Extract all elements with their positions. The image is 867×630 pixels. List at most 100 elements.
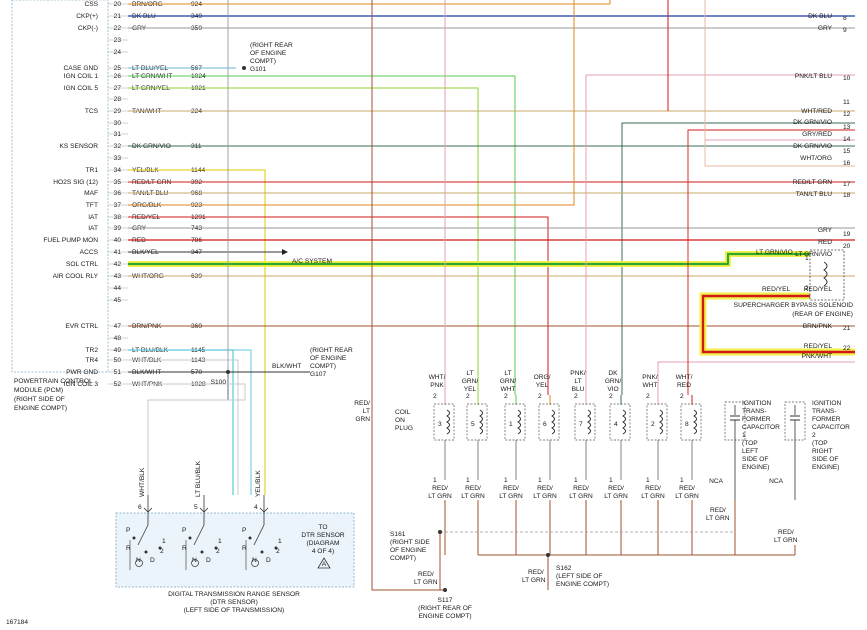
s100-label: S100 [211, 379, 227, 386]
dtr-pin: 4 [254, 504, 258, 511]
contact-dot [260, 550, 264, 554]
pcm-pin-number: 33 [114, 155, 122, 162]
switch-arm-icon [253, 524, 265, 546]
wire-lt-grn-vio [128, 252, 810, 266]
coil-bottom-label: RED/ [537, 485, 553, 492]
pcm-signal-label: IGN COIL 3 [64, 381, 99, 388]
coil-box [574, 403, 596, 441]
g107-label: COMPT) [310, 363, 336, 370]
right-wire-label: WHT/RED [801, 108, 832, 115]
dtr-switch-label: D [266, 557, 271, 564]
capacitor-caption: TRANS- [812, 408, 837, 415]
g101-label: COMPT) [250, 58, 276, 65]
coil-pin: 1 [466, 477, 470, 484]
right-wire-number: 13 [843, 124, 851, 131]
dtr-caption: (LEFT SIDE OF TRANSMISSION) [184, 607, 285, 614]
coil-wire-label: DK [608, 370, 618, 377]
coil-winding-icon [659, 409, 663, 435]
pcm-signal-label: AIR COOL RLY [53, 273, 99, 280]
g107-label: OF ENGINE [310, 355, 347, 362]
wire-wht-blk [128, 359, 239, 495]
coil-wire-label: RED [677, 382, 691, 389]
pcm-pin-number: 26 [114, 73, 122, 80]
coil-wire-label: WHT/ [676, 374, 693, 381]
coil-pin: 2 [538, 393, 542, 400]
pcm-pin-number: 51 [114, 369, 122, 376]
s162-label: ENGINE COMPT) [556, 581, 609, 588]
coil-bottom-label: LT GRN [675, 493, 699, 500]
dtr-switch-label: 1 [162, 538, 166, 545]
nca-label: NCA [769, 478, 784, 485]
coil-pin: 2 [466, 393, 470, 400]
right-wire-number: 18 [843, 192, 851, 199]
dtr-switch-label: 1 [218, 538, 222, 545]
s100-dot [226, 370, 230, 374]
pcm-box [11, 0, 109, 373]
pcm-signal-label: MAF [84, 190, 98, 197]
g101-label: OF ENGINE [250, 50, 287, 57]
wire-runs [128, 0, 855, 591]
dtr-switch-label: R [182, 545, 187, 552]
pcm-pin-number: 38 [114, 214, 122, 221]
coil-bottom-label: RED/ [608, 485, 624, 492]
pcm-pin-number: 32 [114, 143, 122, 150]
wire-brn-v [371, 0, 445, 591]
right-wire-label: LT GRN/VIO [795, 251, 832, 258]
coil-wire-label: PNK/ [642, 374, 658, 381]
coil-box [433, 403, 455, 441]
pcm-signal-label: IAT [88, 225, 98, 232]
contact-dot [188, 536, 192, 540]
capacitor-caption: IGNITION [812, 400, 842, 407]
dtr-to-label: 4 OF 4) [312, 548, 334, 555]
connector-chevron-icon [199, 507, 209, 513]
capacitor-caption: SIDE OF [742, 456, 768, 463]
pcm-signal-label: TFT [86, 202, 98, 209]
red-lt-grn-label: LT GRN [706, 515, 730, 522]
contact-dot [158, 546, 162, 550]
dtr-switch-label: P [242, 527, 247, 534]
right-wire-label: WHT/ORG [800, 155, 832, 162]
dtr-wire-label: WHT/BLK [139, 467, 146, 497]
pcm-signal-label: CKP(-) [78, 25, 98, 32]
wire-wht-red [687, 129, 855, 395]
right-wire-label: DK BLU [808, 13, 832, 20]
s161-dot [438, 530, 442, 534]
dtr-switch-label: 2 [160, 548, 164, 555]
coil-bottom-label: RED/ [432, 485, 448, 492]
coil-wire-label: BLU [572, 386, 585, 393]
right-wire-label: DK GRN/VIO [793, 119, 832, 126]
coil-wire-label: GRN/ [605, 378, 622, 385]
coil-number: 4 [614, 421, 618, 428]
solenoid-wire2-label: RED/YEL [762, 286, 791, 293]
pcm-pin-number: 50 [114, 357, 122, 364]
figure-id: 167184 [6, 619, 28, 626]
solenoid-pin2: 2 [805, 285, 809, 292]
red-lt-grn-label: RED/ [710, 507, 726, 514]
coil-wire-label: ORG/ [534, 374, 551, 381]
pcm-signal-label: KS SENSOR [60, 143, 99, 150]
coil-bottom-label: RED/ [645, 485, 661, 492]
dtr-switch-label: N [136, 557, 141, 564]
coil-on-plug-label: ON [395, 417, 405, 424]
coil-wire-label: GRN/ [500, 378, 517, 385]
coil-winding-icon [517, 409, 521, 435]
right-wire-number: 21 [843, 325, 851, 332]
wire-gry-red [704, 0, 855, 141]
solenoid-caption: SUPERCHARGER BYPASS SOLENOID [734, 302, 854, 309]
pcm-caption-line: ENGINE COMPT) [14, 405, 67, 412]
pcm-pin-number: 39 [114, 225, 122, 232]
right-wire-label: GRY [818, 25, 833, 32]
right-wire-number: 9 [843, 27, 847, 34]
right-wire-number: 20 [843, 243, 851, 250]
ac-arrow [282, 249, 288, 255]
pcm-signal-label: SOL CTRL [66, 261, 98, 268]
wire-lt-grn-wht [128, 75, 516, 395]
pcm-pin-number: 36 [114, 190, 122, 197]
dtr-pin: 6 [138, 504, 142, 511]
coil-wire-label: VIO [607, 386, 618, 393]
right-wire-number: 19 [843, 231, 851, 238]
drive-circle-icon [191, 559, 199, 567]
coil-bottom-label: LT GRN [428, 493, 452, 500]
